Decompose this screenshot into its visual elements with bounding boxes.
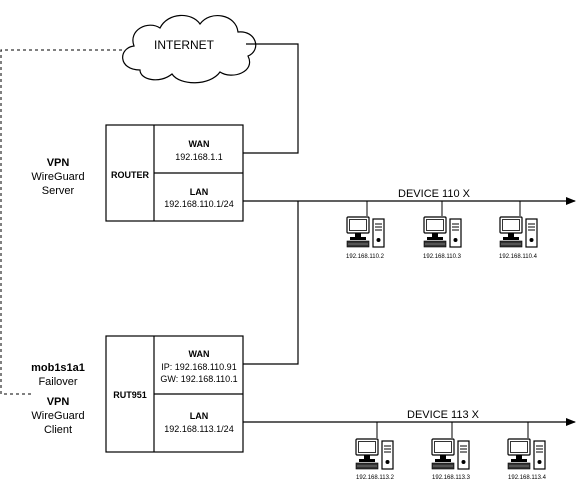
rut951-box: RUT951 WAN IP: 192.168.110.91 GW: 192.16… xyxy=(105,335,244,453)
device-110-3-ip: 192.168.110.3 xyxy=(423,254,462,260)
vpn-server-line2: WireGuard xyxy=(31,171,84,183)
cloud-icon xyxy=(122,14,257,84)
device-110-3: 192.168.110.3 xyxy=(423,216,462,260)
desktop-computer-icon xyxy=(423,216,462,248)
rut-lan-ip: 192.168.113.1/24 xyxy=(164,424,233,434)
router-box: ROUTER WAN 192.168.1.1 LAN 192.168.110.1… xyxy=(105,124,244,222)
desktop-computer-icon xyxy=(346,216,385,248)
client-wireguard: WireGuard xyxy=(31,410,84,422)
rut-lan-title: LAN xyxy=(190,411,209,421)
router-lan-title: LAN xyxy=(190,187,209,197)
device-113-4: 192.168.113.4 xyxy=(507,438,547,481)
device-113-3: 192.168.113.3 xyxy=(431,438,471,481)
device-110-2-ip: 192.168.110.2 xyxy=(346,254,385,260)
router-wan-title: WAN xyxy=(189,139,210,149)
internet-cloud: INTERNET xyxy=(122,14,257,84)
rut-wan-ip: IP: 192.168.110.91 xyxy=(161,362,236,372)
device-110-4-ip: 192.168.110.4 xyxy=(499,254,538,260)
client-role: Client xyxy=(44,424,72,436)
rut-name: RUT951 xyxy=(113,390,147,400)
desktop-computer-icon xyxy=(499,216,538,248)
client-model: mob1s1a1 xyxy=(31,362,85,374)
cloud-label: INTERNET xyxy=(154,38,215,52)
device-113-4-ip: 192.168.113.4 xyxy=(508,475,547,481)
client-vpn: VPN xyxy=(47,396,70,408)
vpn-tunnel-line xyxy=(0,49,122,395)
rut-wan-title: WAN xyxy=(189,349,210,359)
vpn-server-line1: VPN xyxy=(47,157,70,169)
router-name: ROUTER xyxy=(111,170,150,180)
router-wan-ip: 192.168.1.1 xyxy=(175,152,223,162)
vpn-client-label: mob1s1a1 Failover VPN WireGuard Client xyxy=(31,362,85,436)
router-rut-link xyxy=(243,201,299,365)
device-110-2: 192.168.110.2 xyxy=(346,216,385,260)
vpn-server-line3: Server xyxy=(42,185,75,197)
rut-wan-gw: GW: 192.168.110.1 xyxy=(160,374,237,384)
desktop-computer-icon xyxy=(431,438,470,470)
router-lan-ip: 192.168.110.1/24 xyxy=(164,199,233,209)
bus-113-label: DEVICE 113 X xyxy=(407,409,480,421)
vpn-server-label: VPN WireGuard Server xyxy=(31,157,84,197)
desktop-computer-icon xyxy=(355,438,394,470)
device-113-2-ip: 192.168.113.2 xyxy=(356,475,395,481)
device-110-4: 192.168.110.4 xyxy=(499,216,538,260)
device-113-3-ip: 192.168.113.3 xyxy=(432,475,471,481)
client-mode: Failover xyxy=(38,376,77,388)
desktop-computer-icon xyxy=(507,438,546,470)
internet-wan-link xyxy=(243,43,299,154)
bus-110-label: DEVICE 110 X xyxy=(398,188,471,200)
device-113-2: 192.168.113.2 xyxy=(355,438,395,481)
